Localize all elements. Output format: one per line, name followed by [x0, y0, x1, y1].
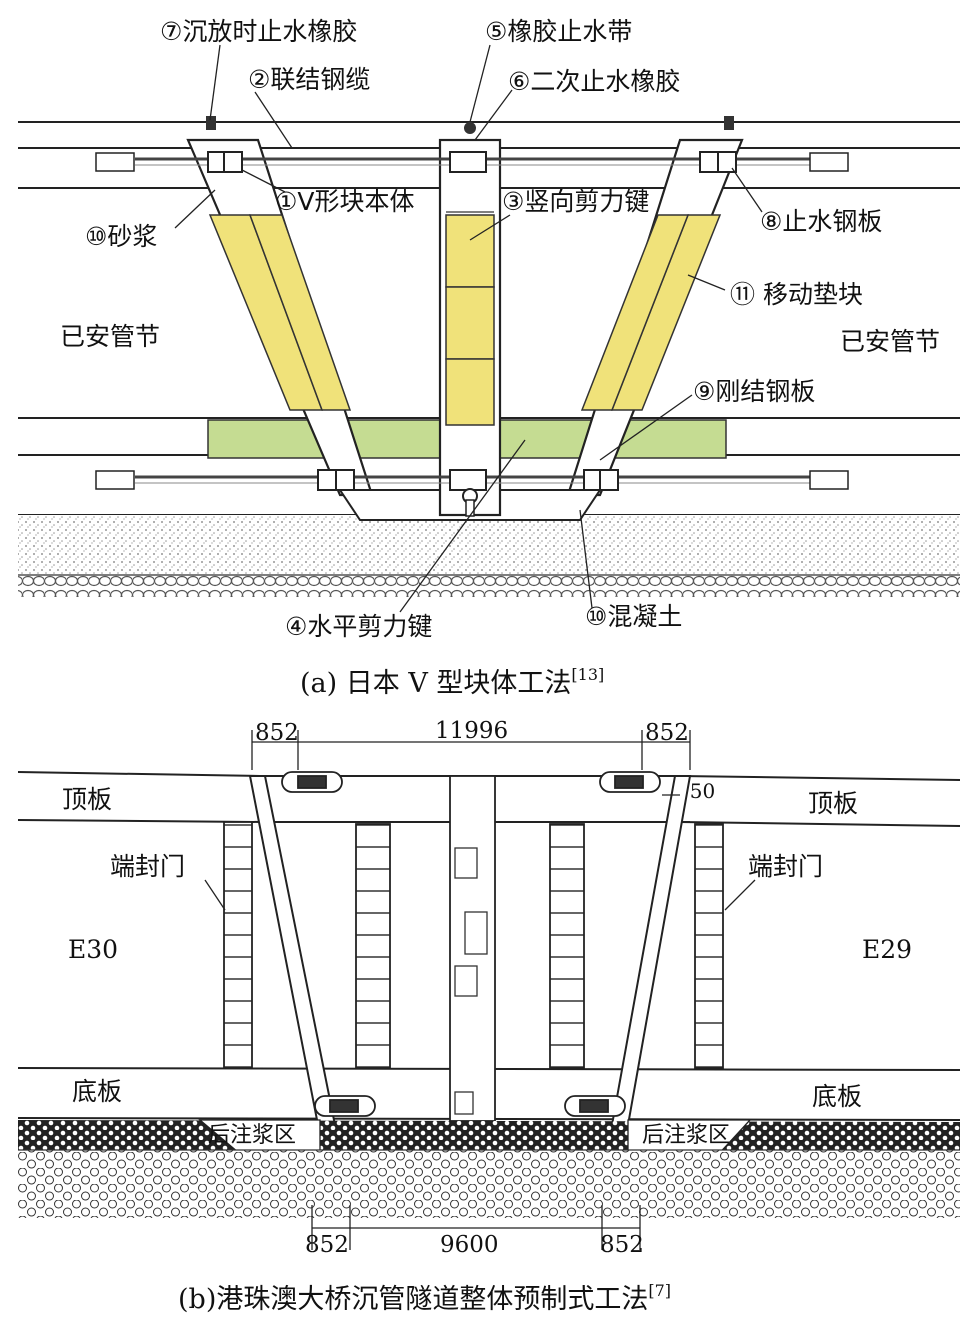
label-9-rigid-plate: ⑨刚结钢板: [693, 377, 815, 406]
v-block-right-yellow-inner: [580, 214, 690, 411]
gravel-layer: [18, 575, 960, 597]
label-11-moving-pad: ⑪ 移动垫块: [730, 280, 863, 309]
caption-a: (a) 日本 V 型块体工法[13]: [300, 665, 604, 699]
sand-layer: [18, 515, 960, 575]
dim-bottom-center: 9600: [440, 1232, 499, 1258]
label-10-concrete: ⑩混凝土: [585, 602, 682, 631]
label-e29: E29: [862, 935, 912, 964]
v-wall-right: [610, 775, 692, 1126]
label-3-vertical-key: ③竖向剪力键: [502, 187, 649, 216]
label-installed-left: 已安管节: [60, 322, 160, 351]
anchor-clamps: [207, 151, 737, 491]
dimension-top: [251, 730, 691, 770]
label-8-steel-plate: ⑧止水钢板: [760, 207, 882, 236]
label-end-door-right: 端封门: [748, 852, 823, 881]
label-5-waterstop: ⑤橡胶止水带: [485, 17, 632, 46]
label-e30: E30: [68, 935, 118, 964]
dim-top-right: 852: [645, 720, 689, 746]
label-end-door-left: 端封门: [110, 852, 185, 881]
label-grout-right: 后注浆区: [642, 1123, 730, 1148]
end-door-frames: [223, 821, 724, 1069]
foundation-center-dark: [325, 1122, 625, 1150]
dimension-bottom: [311, 1205, 641, 1250]
v-block-left-yellow-inner: [248, 214, 352, 411]
vertical-shear-key-2: [445, 286, 495, 360]
label-bottom-slab-left: 底板: [72, 1077, 122, 1106]
label-2-cable: ②联结钢缆: [248, 65, 370, 94]
vertical-shear-key-3: [445, 358, 495, 426]
label-1-v-block: ①V形块本体: [275, 187, 415, 216]
dim-bottom-left: 852: [305, 1232, 349, 1258]
v-wall-left: [248, 775, 337, 1126]
label-10-mortar: ⑩砂浆: [85, 222, 157, 251]
dim-bottom-right: 852: [600, 1232, 644, 1258]
figure-a: ⑦沉放时止水橡胶 ②联结钢缆 ⑤橡胶止水带 ⑥二次止水橡胶 ①V形块本体 ③竖向…: [18, 17, 960, 699]
label-4-horizontal-key: ④水平剪力键: [285, 612, 432, 641]
label-installed-right: 已安管节: [840, 327, 940, 356]
label-top-slab-left: 顶板: [62, 785, 112, 814]
caption-b: (b)港珠澳大桥沉管隧道整体预制式工法[7]: [178, 1281, 671, 1315]
figure-b: 852 11996 852 150: [17, 718, 961, 1315]
label-6-secondary-rubber: ⑥二次止水橡胶: [508, 67, 680, 96]
label-bottom-slab-right: 底板: [812, 1082, 862, 1111]
vertical-shear-key-1: [445, 214, 495, 288]
label-7-immersion-rubber: ⑦沉放时止水橡胶: [160, 17, 357, 46]
joint-connectors: [281, 771, 661, 1117]
label-top-slab-right: 顶板: [808, 789, 858, 818]
dim-top-center: 11996: [435, 718, 508, 744]
label-grout-left: 后注浆区: [208, 1123, 296, 1148]
foundation-hex-base: [18, 1150, 960, 1218]
leader-lines-b: [204, 794, 756, 911]
dim-top-left: 852: [255, 720, 299, 746]
leader-lines-a: [174, 44, 763, 613]
